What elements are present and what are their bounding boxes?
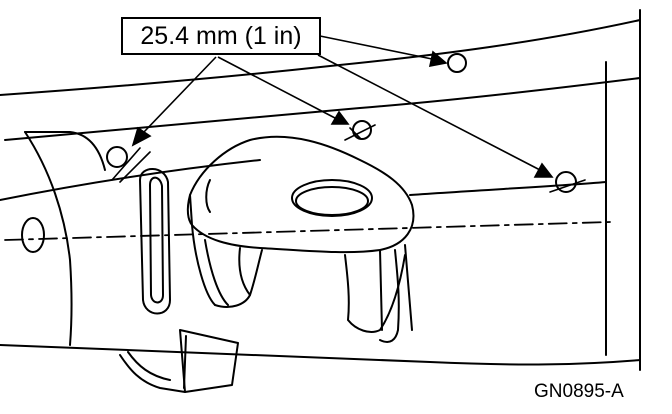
rail-lower-edge bbox=[0, 344, 641, 366]
left-hole bbox=[21, 217, 45, 253]
hole-right bbox=[549, 171, 586, 193]
dimension-callout-label: 25.4 mm (1 in) bbox=[121, 17, 321, 55]
spring-bracket bbox=[186, 135, 415, 343]
figure-id-label: GN0895-A bbox=[534, 381, 624, 402]
rail-right-ridge bbox=[409, 181, 607, 196]
rail-top-edge bbox=[0, 19, 641, 96]
rail-top-diagonal bbox=[0, 159, 261, 201]
frame-rail-outline bbox=[0, 9, 641, 371]
rail-left-top bbox=[24, 131, 106, 171]
centerline bbox=[4, 221, 611, 241]
hole-middle bbox=[344, 120, 376, 141]
rail-upper-surface bbox=[4, 77, 641, 141]
rail-left-face bbox=[24, 131, 73, 346]
hole-top-right bbox=[447, 53, 467, 73]
oval-slot bbox=[139, 168, 171, 315]
hole-left bbox=[106, 146, 151, 183]
lower-clip bbox=[119, 329, 239, 393]
callout-leaders bbox=[131, 35, 554, 178]
